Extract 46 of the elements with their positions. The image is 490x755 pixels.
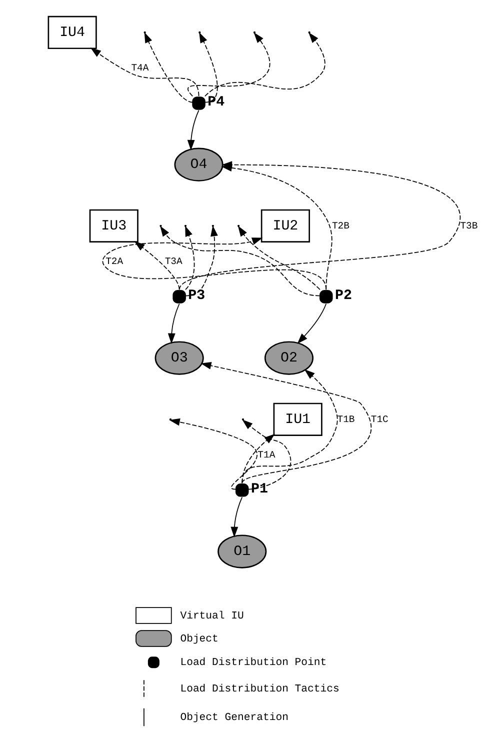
node-label: P2 <box>334 288 352 304</box>
node-ellipse: O2 <box>264 341 314 375</box>
edge-label: T2B <box>332 220 350 232</box>
node-box: IU2 <box>260 209 310 243</box>
node-ellipse: O1 <box>218 534 267 568</box>
arrow <box>188 32 270 97</box>
arrow <box>242 369 338 484</box>
node-box: IU4 <box>48 16 97 50</box>
arrow <box>144 32 194 103</box>
arrow <box>187 110 200 151</box>
node-label: P4 <box>208 94 225 111</box>
arrow <box>204 32 326 97</box>
arrow <box>169 418 258 490</box>
arrow <box>134 241 180 290</box>
edge-label: T1B <box>337 414 355 425</box>
node-label: P3 <box>188 288 206 304</box>
arrow <box>238 226 320 290</box>
arrow <box>102 238 327 290</box>
edge-label: T3A <box>164 256 182 267</box>
node-box: IU3 <box>89 209 138 243</box>
arrow <box>297 303 327 344</box>
arrow <box>168 303 180 344</box>
arrow <box>230 496 243 538</box>
legend-label: Virtual IU <box>180 610 244 622</box>
edge-label: T1C <box>370 414 388 425</box>
edge-label: T4A <box>131 62 149 74</box>
arrow <box>160 226 320 296</box>
arrow <box>90 48 200 97</box>
edge-label: T1A <box>258 449 276 460</box>
node-ellipse: O4 <box>174 148 224 182</box>
legend-label: Load Distribution Point <box>180 657 327 670</box>
arrow <box>200 362 372 484</box>
legend-label: Object <box>180 633 218 646</box>
edge-label: T3B <box>460 220 478 232</box>
arrow <box>178 161 460 290</box>
arrow <box>242 420 292 490</box>
node-ellipse: O3 <box>154 341 204 375</box>
node-box: IU1 <box>273 402 322 436</box>
node-label: P1 <box>250 482 268 498</box>
legend-label: Object Generation <box>180 712 288 724</box>
edge-label: T2A <box>106 256 124 267</box>
arrow <box>242 434 275 484</box>
arrow <box>185 226 195 290</box>
legend-label: Load Distribution Tactics <box>180 684 340 696</box>
arrow <box>199 32 218 103</box>
arrow <box>185 226 218 296</box>
